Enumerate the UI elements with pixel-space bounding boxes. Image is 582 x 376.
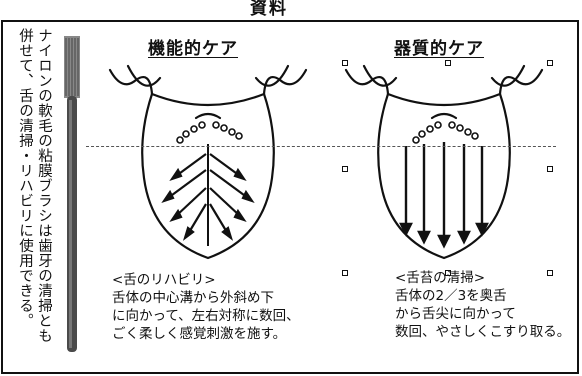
coating-caption-line: 舌体の2／3を奥舌 (395, 287, 570, 305)
coating-caption: <舌苔の清掃> 舌体の2／3を奥舌 から舌尖に向かって 数回、やさしくこすり取る… (395, 269, 570, 341)
tongue-diagram-rehab (108, 58, 308, 268)
selection-handle[interactable] (547, 166, 553, 172)
rehab-caption-line: に向かって、左右対称に数回、 (112, 307, 300, 325)
rehab-caption-title: <舌のリハビリ> (112, 271, 300, 289)
rehab-caption: <舌のリハビリ> 舌体の中心溝から外斜め下 に向かって、左右対称に数回、 ごく柔… (112, 271, 300, 343)
rehab-caption-line: 舌体の中心溝から外斜め下 (112, 289, 300, 307)
rehab-caption-line: ごく柔しく感覚刺激を施す。 (112, 325, 300, 343)
selection-handle[interactable] (342, 60, 348, 66)
selection-handle[interactable] (342, 270, 348, 276)
selection-handle[interactable] (342, 166, 348, 172)
page-title: 資料 (250, 0, 288, 19)
coating-caption-line: 数回、やさしくこすり取る。 (395, 323, 570, 341)
organic-care-heading: 器質的ケア (394, 34, 484, 59)
tongue-diagram-coating (344, 58, 544, 268)
coating-caption-title: <舌苔の清掃> (395, 269, 570, 287)
functional-care-heading: 機能的ケア (148, 34, 238, 59)
side-text-line-2: 併せて、舌の清掃・リハビリに使用できる。 (15, 28, 34, 368)
dashed-guide-line (86, 146, 556, 147)
mucosal-brush-illustration (60, 36, 84, 354)
coating-caption-line: から舌尖に向かって (395, 305, 570, 323)
selection-handle[interactable] (445, 60, 451, 66)
side-text-line-1: ナイロンの軟毛の粘膜ブラシは歯牙の清掃とも (34, 28, 53, 368)
selection-handle[interactable] (547, 60, 553, 66)
